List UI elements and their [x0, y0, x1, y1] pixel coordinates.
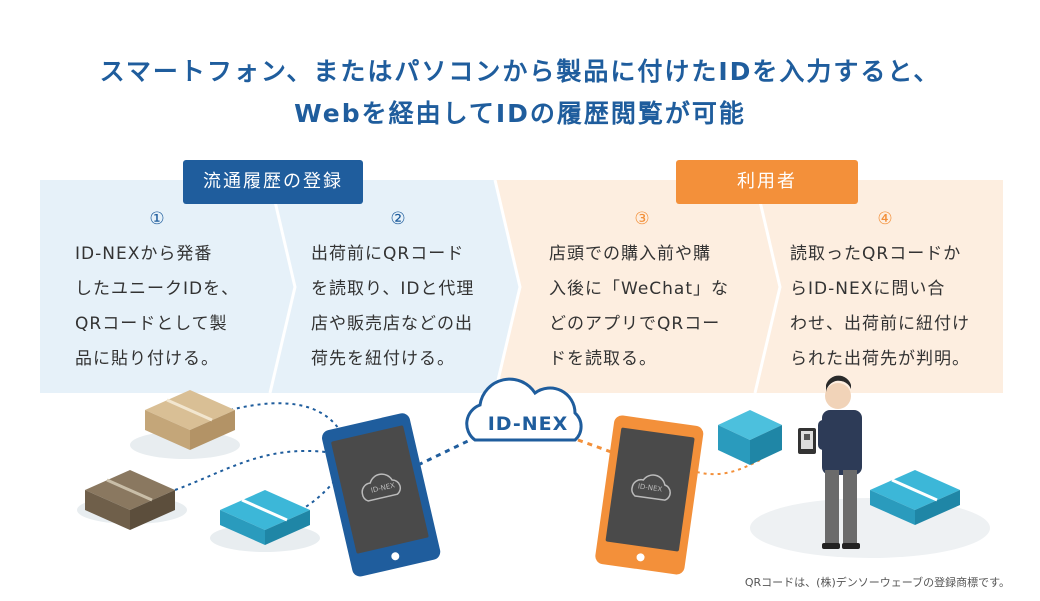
tan-box-stack — [145, 390, 235, 450]
tab-user: 利用者 — [676, 160, 858, 204]
step-2-text: 出荷前にQRコードを読取り、IDと代理店や販売店などの出荷先を紐付ける。 — [311, 244, 475, 369]
blue-box-single — [718, 410, 782, 465]
step-2-panel — [270, 180, 520, 393]
step-1-text: ID-NEXから発番したユニークIDを、QRコードとして製品に貼り付ける。 — [75, 244, 240, 369]
headline-line-2: Webを経由してIDの履歴閲覧が可能 — [294, 99, 746, 128]
step-3-number: ③ — [634, 209, 650, 229]
blue-box-stack-right — [870, 470, 960, 525]
orange-smartphone — [595, 415, 704, 575]
blue-box-stack-left — [220, 490, 310, 545]
step-4-panel — [755, 180, 1003, 393]
step-1-panel — [40, 180, 295, 393]
blue-smartphone — [322, 413, 441, 577]
step-3-panel — [495, 180, 780, 393]
tab-distribution-registration: 流通履歴の登録 — [183, 160, 363, 204]
cloud-label: ID-NEX — [487, 413, 569, 435]
step-4-number: ④ — [877, 209, 893, 229]
step-1-number: ① — [149, 209, 165, 229]
person-figure — [798, 375, 862, 549]
step-2-number: ② — [390, 209, 406, 229]
id-nex-cloud — [465, 377, 583, 442]
step-4-text: 読取ったQRコードからID-NEXに問い合わせ、出荷前に紐付けられた出荷先が判明… — [790, 244, 970, 369]
step-3-text: 店頭での購入前や購入後に「WeChat」などのアプリでQRコードを読取る。 — [549, 244, 729, 369]
brown-box-stack — [85, 470, 175, 530]
trademark-caption: QRコードは、(株)デンソーウェーブの登録商標です。 — [744, 576, 1010, 589]
headline-line-1: スマートフォン、またはパソコンから製品に付けたIDを入力すると、 — [99, 57, 941, 86]
